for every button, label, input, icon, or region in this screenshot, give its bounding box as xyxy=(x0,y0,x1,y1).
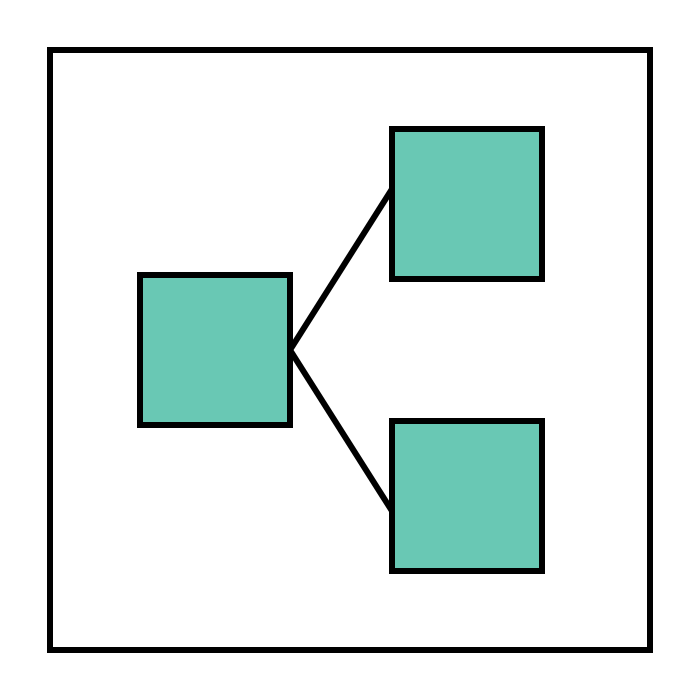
node-child-top xyxy=(389,126,545,282)
edges-layer xyxy=(287,187,395,513)
node-child-bottom xyxy=(389,418,545,574)
node-root xyxy=(137,272,293,428)
edge-root-to-child-bottom xyxy=(287,348,395,513)
outer-frame xyxy=(47,47,653,653)
nodes-layer xyxy=(137,126,545,574)
edge-root-to-child-top xyxy=(287,187,395,352)
